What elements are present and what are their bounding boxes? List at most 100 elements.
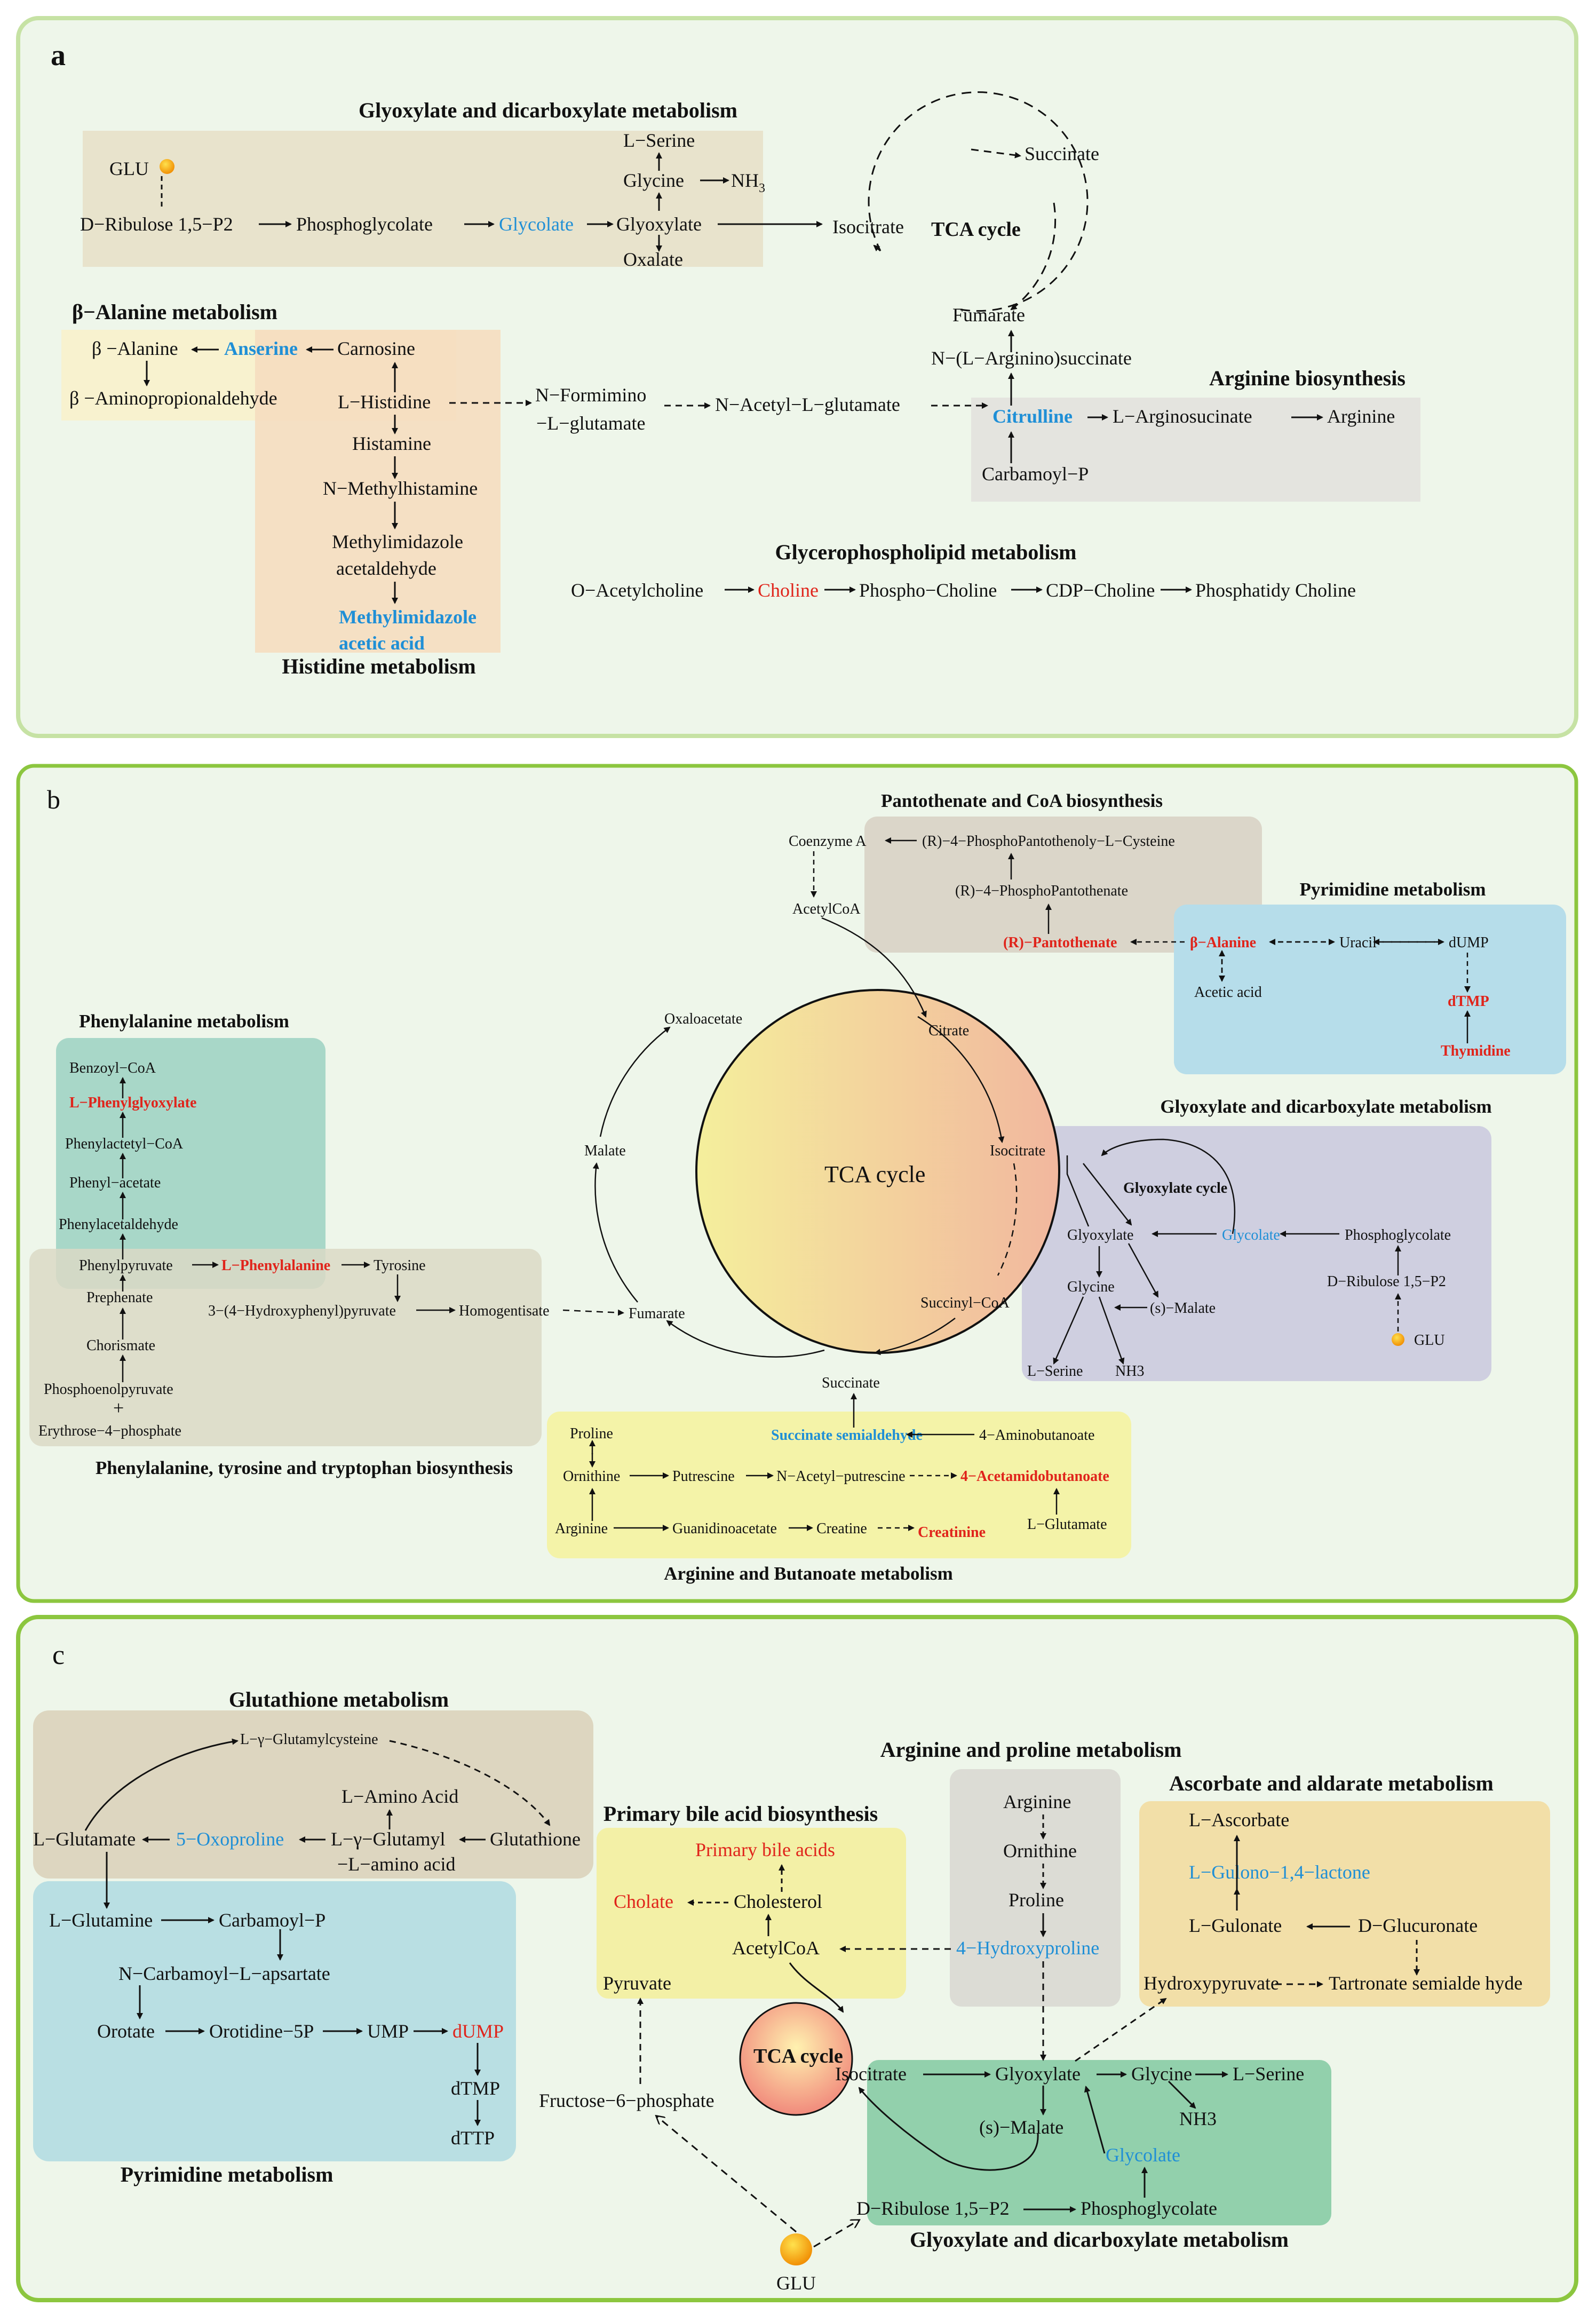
arg-proline-box (950, 1769, 1121, 2007)
node-succinate-semialdehyde: Succinate semialdehyde (771, 1427, 923, 1444)
node-uracil: Uracil (1339, 934, 1377, 951)
node-oxalate: Oxalate (623, 249, 683, 270)
node-glycine: Glycine (623, 170, 684, 191)
node-acetylcoa: AcetylCoA (792, 901, 861, 917)
node-choline: Choline (758, 580, 819, 601)
section-title: Glycerophospholipid metabolism (775, 540, 1077, 564)
panel-c: c Glutathione metabolism Arginine and pr… (16, 1615, 1578, 2302)
node-gulono-lactone: L−Gulono−1,4−lactone (1189, 1861, 1370, 1883)
node-beta-aminopropionaldehyde: β −Aminopropionaldehyde (69, 387, 277, 409)
node-glyoxylate-cycle: Glyoxylate cycle (1123, 1180, 1227, 1196)
node-n-carbamoyl-aspartate: N−Carbamoyl−L−apsartate (118, 1963, 330, 1984)
panel-b-letter: b (47, 784, 60, 814)
node-l-phenylalanine: L−Phenylalanine (221, 1257, 330, 1274)
node-phosphopantothenoyl-cys: (R)−4−PhosphoPantothenoly−L−Cysteine (922, 833, 1175, 850)
node-tca-cycle: TCA cycle (931, 218, 1021, 241)
node-glycolate: Glycolate (1106, 2144, 1180, 2166)
section-title: Pyrimidine metabolism (1300, 879, 1486, 900)
node-aminobutanoate: 4−Aminobutanoate (979, 1427, 1094, 1444)
node-l-serine: L−Serine (623, 130, 695, 151)
section-title: Arginine biosynthesis (1209, 366, 1406, 390)
node-phosphatidy-choline: Phosphatidy Choline (1195, 580, 1356, 601)
node-glyoxylate: Glyoxylate (995, 2063, 1081, 2085)
section-title: β−Alanine metabolism (72, 300, 277, 324)
section-title: Phenylalanine metabolism (79, 1011, 289, 1032)
node-tca-cycle: TCA cycle (753, 2045, 843, 2067)
node-putrescine: Putrescine (672, 1468, 735, 1485)
section-title: Pantothenate and CoA biosynthesis (881, 790, 1163, 811)
node-plus: + (113, 1397, 124, 1418)
section-title: Glutathione metabolism (229, 1687, 449, 1711)
node-n-formimino: N−Formimino (535, 384, 646, 406)
section-title: Glyoxylate and dicarboxylate metabolism (359, 98, 737, 122)
node-carbamoyl-p: Carbamoyl−P (982, 463, 1089, 485)
node-isocitrate: Isocitrate (835, 2063, 907, 2085)
node-nh3: NH3 (731, 170, 765, 195)
node-l-glutamate: L−Glutamate (33, 1828, 136, 1850)
node-tyrosine: Tyrosine (374, 1257, 426, 1274)
node-phenylacetaldehyde: Phenylacetaldehyde (59, 1216, 178, 1233)
node-glutathione: Glutathione (490, 1828, 581, 1850)
node-glutamyl-amino: L−γ−Glutamyl (331, 1828, 446, 1850)
node-creatinine: Creatinine (918, 1524, 986, 1541)
node-methylimidazole-acetaldehyde-2: acetaldehyde (336, 558, 436, 579)
node-acetic-acid: Acetic acid (1194, 984, 1262, 1001)
node-phospho-choline: Phospho−Choline (859, 580, 997, 601)
node-carbamoyl-p: Carbamoyl−P (219, 1909, 325, 1931)
node-benzoyl-coa: Benzoyl−CoA (69, 1060, 156, 1076)
histidine-box (255, 330, 501, 653)
panel-b-edges (120, 837, 1471, 1531)
node-hydroxypyruvate: Hydroxypyruvate (1144, 1972, 1279, 1994)
node-s-malate: (s)−Malate (1150, 1300, 1216, 1317)
node-dump: dUMP (1449, 934, 1489, 951)
node-histamine: Histamine (352, 433, 431, 454)
node-ribulose: D−Ribulose 1,5−P2 (80, 213, 233, 235)
node-hydroxyproline: 4−Hydroxyproline (956, 1937, 1099, 1959)
node-hydroxyphenylpyruvate: 3−(4−Hydroxyphenyl)pyruvate (208, 1303, 396, 1319)
node-l-histidine: L−Histidine (338, 391, 431, 413)
panel-a: a Glyoxylate and dicarboxylate metabolis… (16, 16, 1578, 738)
node-isocitrate: Isocitrate (990, 1143, 1045, 1159)
node-nh3: NH3 (1115, 1363, 1144, 1380)
glyoxylate-c-box (867, 2060, 1331, 2225)
node-glutamyl-amino-2: −L−amino acid (337, 1853, 456, 1875)
node-ornithine: Ornithine (1003, 1840, 1077, 1861)
node-acetamidobutanoate: 4−Acetamidobutanoate (960, 1468, 1109, 1485)
node-pyruvate: Pyruvate (603, 1972, 671, 1994)
node-acetylcoa: AcetylCoA (732, 1937, 820, 1959)
node-arginino-succinate: N−(L−Arginino)succinate (931, 347, 1132, 369)
node-oxaloacetate: Oxaloacetate (664, 1011, 742, 1027)
section-title: Glyoxylate and dicarboxylate metabolism (1160, 1096, 1491, 1117)
node-erythrose: Erythrose−4−phosphate (38, 1423, 181, 1439)
glutathione-box (33, 1710, 593, 1879)
node-l-glutamine: L−Glutamine (49, 1909, 153, 1931)
node-proline: Proline (570, 1425, 613, 1442)
node-proline: Proline (1009, 1889, 1064, 1911)
node-glu: GLU (109, 158, 149, 179)
node-homogentisate: Homogentisate (459, 1303, 550, 1319)
section-title: Histidine metabolism (282, 654, 475, 678)
node-l-ascorbate: L−Ascorbate (1189, 1809, 1289, 1830)
node-succinate: Succinate (822, 1375, 880, 1391)
node-arginine: Arginine (1327, 406, 1395, 427)
node-cholate: Cholate (614, 1891, 673, 1912)
node-phosphoglycolate: Phosphoglycolate (1345, 1227, 1451, 1243)
node-n-methylhistamine: N−Methylhistamine (323, 478, 478, 499)
node-l-gulonate: L−Gulonate (1189, 1915, 1282, 1936)
node-anserine: Anserine (224, 338, 298, 359)
section-title: Glyoxylate and dicarboxylate metabolism (910, 2228, 1289, 2252)
node-tartronate: Tartronate semialde hyde (1329, 1972, 1522, 1994)
node-creatine: Creatine (816, 1520, 867, 1537)
node-dttp: dTTP (451, 2127, 495, 2149)
node-phenylactetyl-coa: Phenylactetyl−CoA (65, 1136, 184, 1152)
node-l-phenylglyoxylate: L−Phenylglyoxylate (69, 1095, 196, 1111)
section-title: Arginine and proline metabolism (880, 1738, 1182, 1762)
node-l-serine: L−Serine (1233, 2063, 1304, 2085)
node-carnosine: Carnosine (337, 338, 415, 359)
node-glycolate: Glycolate (499, 213, 574, 235)
node-malate: Malate (584, 1143, 626, 1159)
pyrimidine-c-box (33, 1881, 516, 2161)
panel-a-letter: a (51, 39, 66, 72)
